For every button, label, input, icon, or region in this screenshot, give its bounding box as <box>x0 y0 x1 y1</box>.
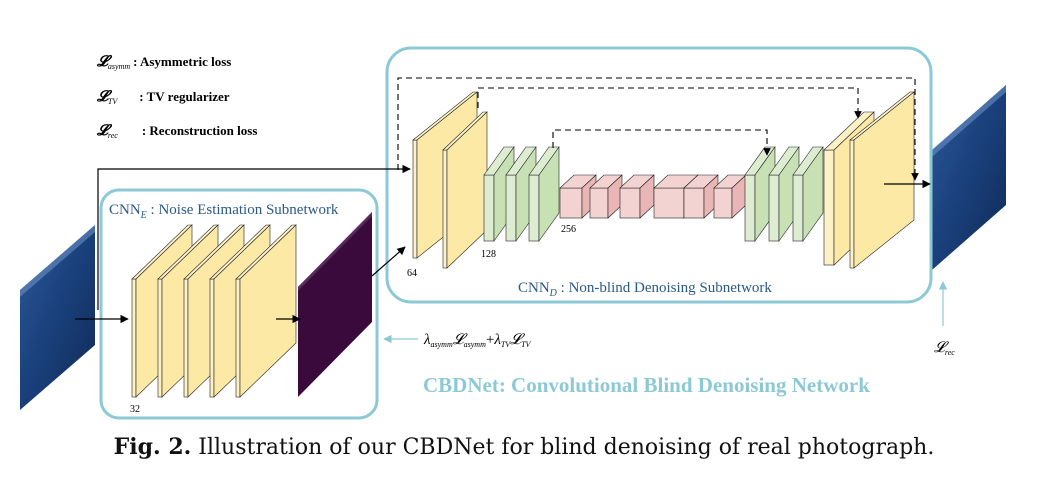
legend-item-tv: 𝓛TV: TV regularizer <box>96 89 230 106</box>
cnn-d-bottleneck-6 <box>713 174 747 219</box>
cnn-d-enc-64-b <box>442 111 488 269</box>
cnn-e-title: CNNE : Noise Estimation Subnetwork <box>109 202 339 221</box>
network-title: CBDNet: Convolutional Blind Denoising Ne… <box>423 373 870 397</box>
cnn-e-frame <box>99 188 379 420</box>
cnn-d-bottleneck-3 <box>619 174 655 219</box>
cnn-d-bottleneck-5 <box>683 174 719 219</box>
svg-text:𝓛rec: 𝓛rec <box>934 340 955 357</box>
svg-text:λasymm𝓛asymm+λTV𝓛TV: λasymm𝓛asymm+λTV𝓛TV <box>423 332 532 349</box>
cnn-d-frame <box>385 46 933 304</box>
legend: 𝓛asymm: Asymmetric loss 𝓛TV: TV regulari… <box>96 54 257 140</box>
legend-item-rec: 𝓛rec: Reconstruction loss <box>96 123 257 140</box>
skip-connections <box>397 77 919 181</box>
flow-arrows <box>75 164 931 324</box>
rec-loss: 𝓛rec <box>934 281 955 357</box>
cnn-d-enc-128-c <box>528 146 560 242</box>
label-64: 64 <box>407 268 417 279</box>
skip-128 <box>552 129 771 156</box>
loss-formula: λasymm𝓛asymm+λTV𝓛TV <box>383 332 532 349</box>
cnn-d-dec-128-c <box>792 146 824 242</box>
figure-caption: Fig. 2. Illustration of our CBDNet for b… <box>0 434 1048 460</box>
cnn-d-title: CNND : Non-blind Denoising Subnetwork <box>518 280 772 299</box>
label-256: 256 <box>561 224 576 235</box>
noise-level-map <box>298 212 372 397</box>
noise-to-cnn-d-arrow <box>371 246 406 277</box>
cnn-d-bottleneck-2 <box>589 174 623 219</box>
legend-item-asymm: 𝓛asymm: Asymmetric loss <box>96 54 231 71</box>
input-photo <box>20 225 95 410</box>
skip-outer <box>397 77 919 181</box>
label-32: 32 <box>130 404 140 415</box>
cnn-d-dec-64-b <box>849 91 915 269</box>
cnn-e-layer-5 <box>235 224 297 398</box>
output-photo <box>932 85 1006 270</box>
input-skip-arrow <box>97 164 411 310</box>
skip-64 <box>477 87 862 119</box>
caption-text: Illustration of our CBDNet for blind den… <box>191 435 935 460</box>
label-128: 128 <box>481 249 496 260</box>
caption-prefix: Fig. 2. <box>113 434 192 460</box>
layer-blocks <box>131 91 915 398</box>
